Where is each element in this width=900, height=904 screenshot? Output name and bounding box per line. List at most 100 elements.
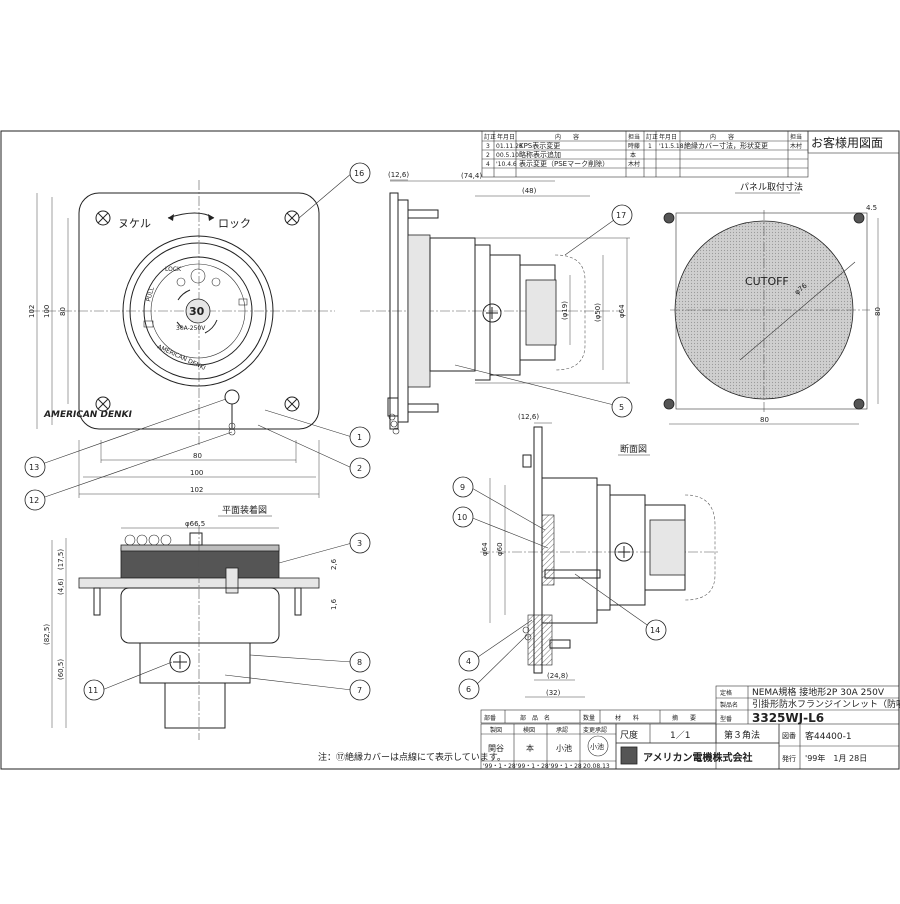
scale-label: 尺度 [620, 729, 638, 741]
projection: 第３角法 [724, 729, 760, 741]
customer-label: お客様用図面 [811, 135, 883, 150]
section-screw [614, 542, 634, 562]
approve-name-draft: 関谷 [488, 744, 504, 753]
balloon-11: 10 [457, 513, 467, 522]
label-pull: PULL [145, 286, 156, 303]
balloon-2: 2 [357, 464, 362, 473]
plate-text: AMERICAN DENKI [43, 410, 133, 420]
dim-front-h100: 100 [43, 305, 51, 318]
balloon-16: 16 [354, 169, 364, 178]
balloon-7: 7 [357, 686, 362, 695]
title-product-value: 引掛形防水フランジインレット（防噴流形） [752, 698, 900, 710]
plan-screw [169, 651, 191, 673]
approve-date-draft: '99・1・28 [483, 763, 516, 770]
rev-person: 木村 [628, 160, 640, 168]
balloon-14: 13 [29, 463, 39, 472]
section-cover-outline [684, 494, 716, 601]
approve-header-draft: 製図 [490, 726, 502, 734]
rev-header-content: 内 容 [555, 133, 579, 141]
dim-side-50: (φ50) [594, 303, 602, 322]
panel-view: パネル取付寸法 CUTOFF φ76 4.5 80 80 [663, 181, 882, 425]
rev-mark: 1 [648, 143, 652, 150]
rev-date: 00.5.10 [496, 152, 519, 159]
plan-dim-4-6: (4,6) [57, 578, 65, 595]
drawing-no: 客44400-1 [805, 730, 852, 742]
rev-date: 01.11.26 [496, 143, 523, 150]
dim-side-74-4: (74,4) [461, 172, 482, 180]
rev-header-mark: 訂正 [484, 133, 496, 141]
plan-view: 平面装着図 φ66.5 (17,5) (4,6) 2,6 1,6 (82,5) … [43, 504, 338, 740]
plan-dim-82-5: (82,5) [43, 624, 51, 645]
customer-label-box [807, 130, 900, 154]
rev-mark: 3 [486, 143, 490, 150]
section-dim-64: φ64 [481, 542, 489, 556]
dim-front-h102: 102 [28, 305, 36, 318]
drawing-note: 注：⑰絶縁カバーは点線にて表示しています。 [318, 751, 506, 763]
plan-dim-17-5: (17,5) [57, 549, 65, 570]
rev-content: 絶縁カバー寸法，形状変更 [684, 141, 768, 150]
approve-date-approve: '99・1・28 [549, 763, 582, 770]
plan-ring [120, 547, 280, 579]
panel-cutoff: CUTOFF [745, 275, 789, 288]
section-dim-12-6: (12,6) [518, 413, 539, 421]
rev-mark: 4 [486, 161, 490, 168]
plan-dim-1-6: 1,6 [330, 598, 338, 610]
approve-header-approve: 承認 [556, 726, 568, 734]
approval-stamp [587, 735, 609, 757]
screw-holes [95, 210, 300, 412]
title-block: 定格 NEMA規格 接地形2P 30A 250V 製品名 引掛形防水フランジイン… [480, 685, 900, 770]
section-title: 断面図 [620, 443, 647, 455]
stamp-date: 20.08.13 [583, 763, 610, 770]
parts-header-remarks: 摘 要 [672, 714, 696, 722]
balloon-callouts: 16 17 5 1 2 13 12 3 8 7 11 9 [24, 162, 667, 701]
balloon-9: 9 [460, 483, 465, 492]
rev-person: 木村 [790, 142, 802, 150]
front-view: ヌケル ロック PULL LOCK 30 30A-250V AMERICAN D… [28, 180, 335, 498]
scale-value: 1／1 [670, 730, 690, 741]
rating-sub: 30A-250V [176, 325, 206, 332]
issue-date: '99年 1月 28日 [805, 753, 867, 763]
panel-hole: 4.5 [866, 204, 877, 212]
approve-name-approve: 小池 [556, 743, 572, 753]
parts-header-material: 材 料 [615, 714, 639, 722]
dim-front-h80: 80 [59, 307, 67, 316]
insulation-cover-outline [554, 254, 586, 371]
rev-date: '11.5.18 [659, 143, 684, 150]
title-standard-label: 定格 [720, 689, 732, 697]
label-release: ヌケル [118, 217, 151, 230]
rev-person: 本 [630, 151, 636, 159]
approve-header-check: 検図 [523, 726, 535, 734]
balloon-4: 4 [466, 657, 471, 666]
approve-date-check: '99・1・28 [516, 763, 549, 770]
rev-content: KPS表示変更 [519, 141, 560, 150]
sheet-frame [0, 130, 900, 770]
title-model-value: 3325WJ-L6 [752, 711, 824, 725]
approve-name-check: 本 [526, 743, 534, 753]
approve-header-change: 変更承認 [583, 726, 607, 734]
plan-title: 平面装着図 [222, 504, 267, 516]
rev-header-mark-right: 訂正 [646, 133, 658, 141]
rev-header-person-right: 担当 [790, 133, 802, 141]
section-dim-24-8: (24,8) [547, 672, 568, 680]
balloon-13: 12 [29, 496, 39, 505]
parts-header-qty: 数量 [583, 714, 595, 722]
rating-number: 30 [189, 305, 205, 318]
label-lock: ロック [218, 217, 251, 230]
company-logo [620, 746, 638, 765]
outer-ring [122, 235, 274, 387]
balloon-17: 17 [616, 211, 626, 220]
dim-front-w102: 102 [190, 486, 203, 494]
dim-front-w100: 100 [190, 469, 203, 477]
plan-dim-60-5: (60,5) [57, 659, 65, 680]
label-lock-en: LOCK [165, 266, 182, 273]
cap-hinge [224, 389, 240, 405]
side-body [429, 237, 476, 372]
rev-content: 略称表示追加 [519, 150, 561, 159]
panel-w80: 80 [760, 416, 769, 424]
section-view: 断面図 (12,6) φ64 φ60 (24,8) (32) [480, 413, 720, 698]
title-standard-value: NEMA規格 接地形2P 30A 250V [752, 686, 885, 698]
dim-side-12-6: (12,6) [388, 171, 409, 179]
parts-header-no: 部番 [484, 714, 496, 722]
